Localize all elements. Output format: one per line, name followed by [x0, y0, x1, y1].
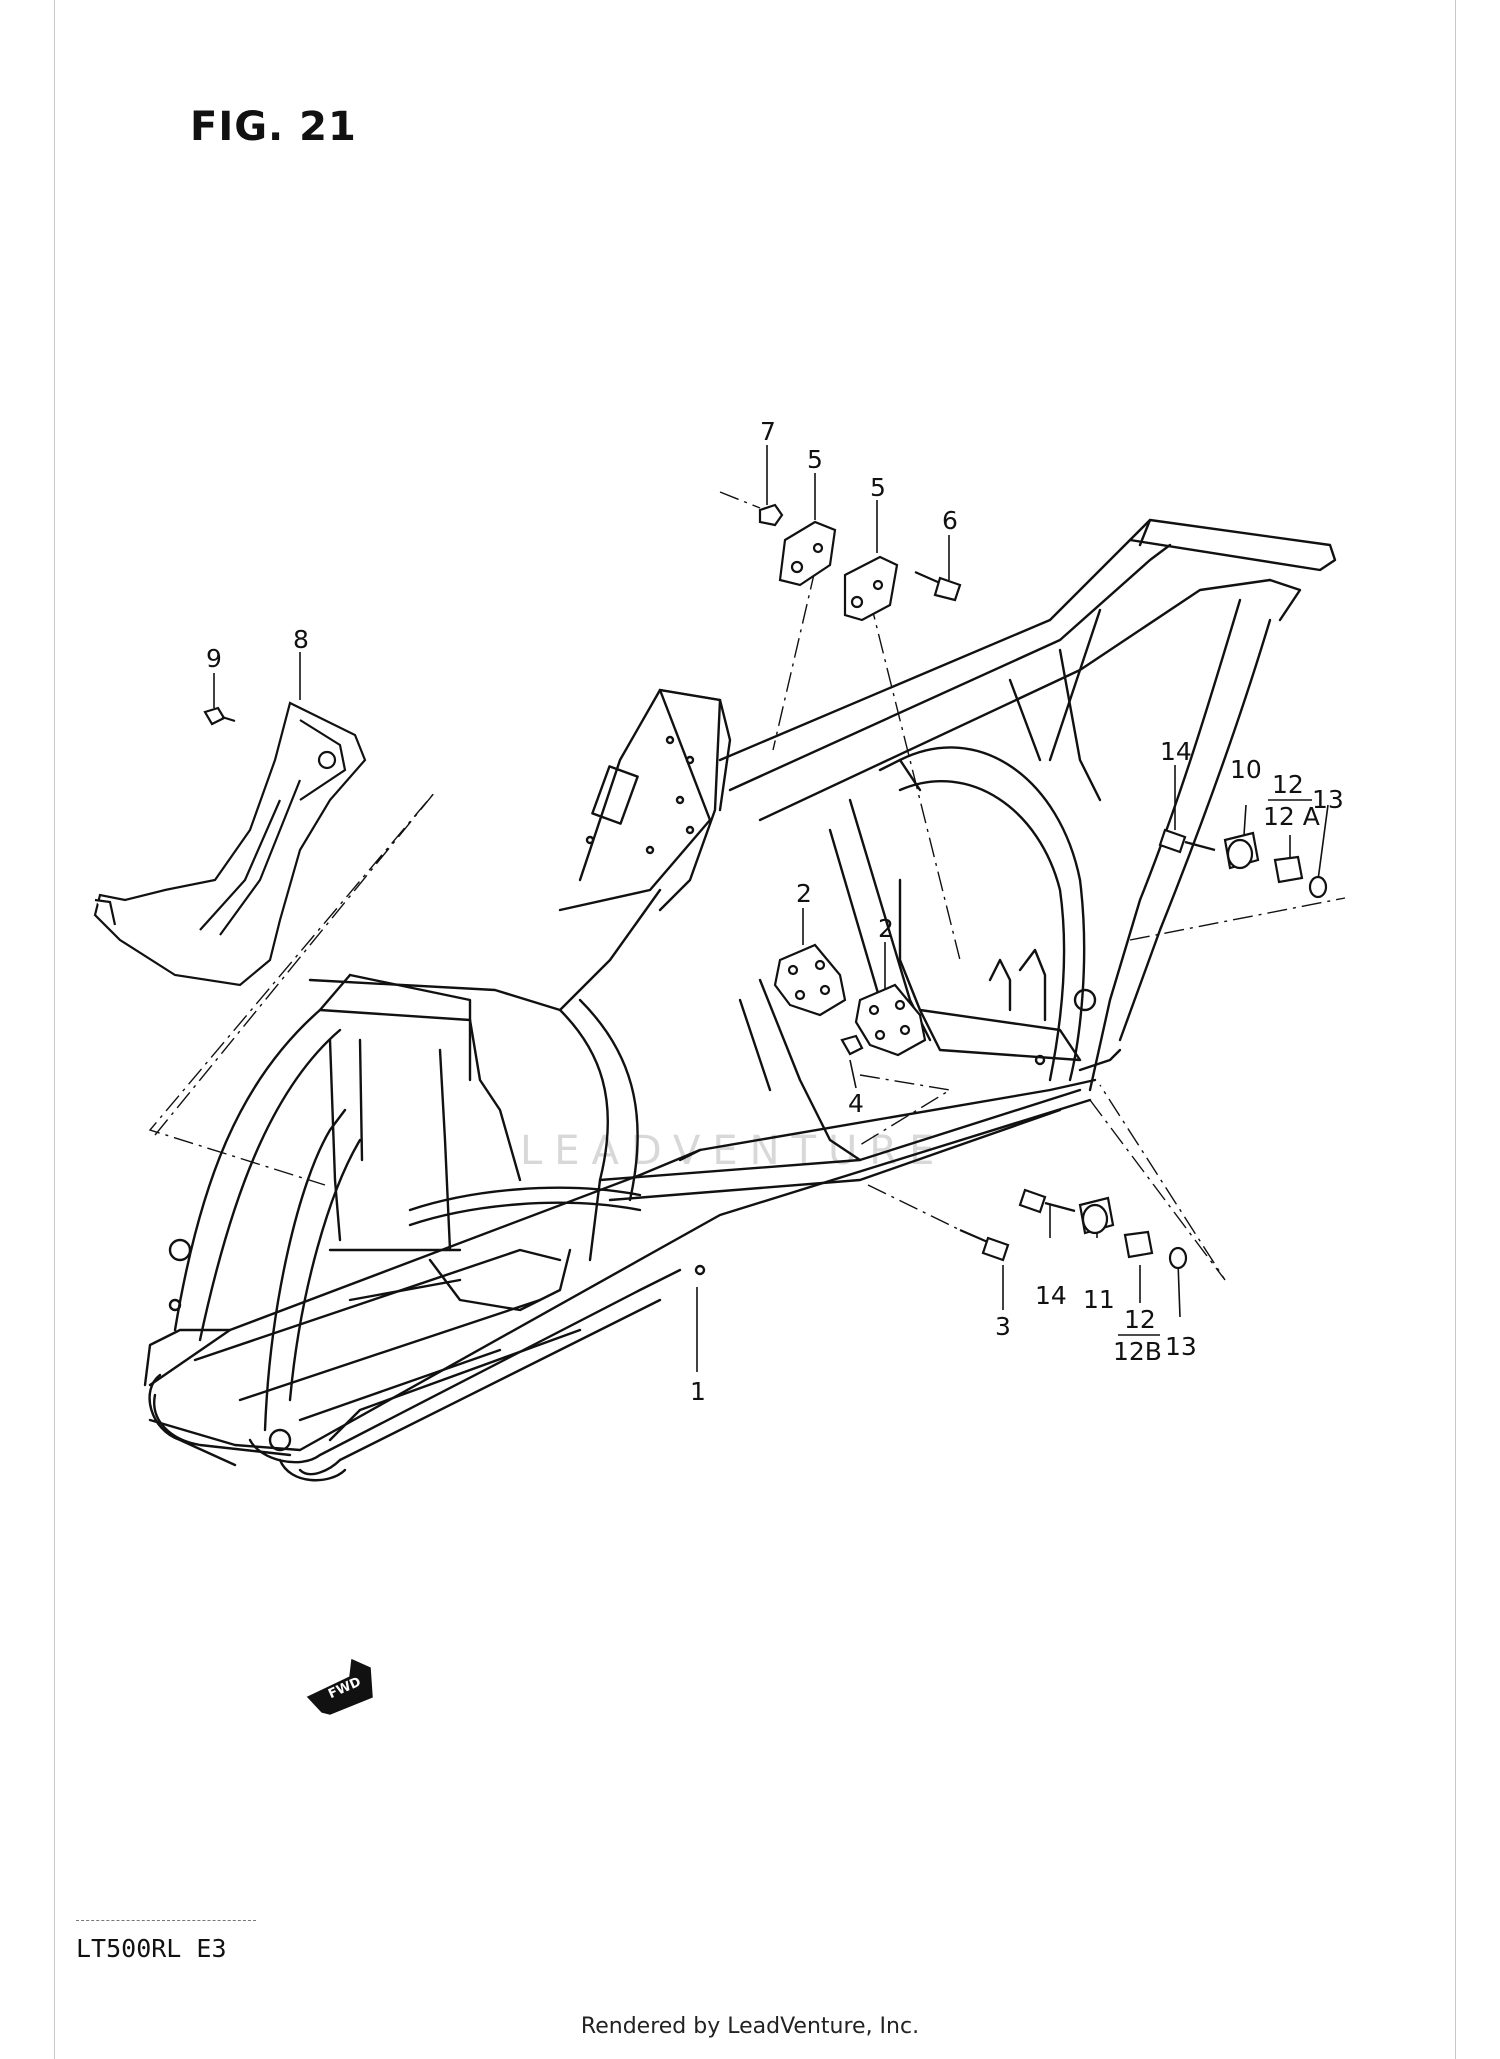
part-14-bolt-lower — [1018, 1188, 1076, 1214]
part-3-bolt — [959, 1228, 1010, 1262]
callout-1: 1 — [690, 1377, 706, 1406]
part-5-bracket-right — [843, 555, 899, 622]
steering-head-plate — [558, 688, 732, 912]
frame-main — [143, 888, 1097, 1467]
part-13-washer-lower — [1168, 1246, 1188, 1270]
scan-edge-line-left — [54, 0, 55, 2059]
callout-5a: 5 — [807, 445, 823, 474]
part-9-screw — [203, 706, 236, 726]
part-4-nut — [840, 1034, 864, 1056]
frame-lower-side — [168, 1054, 1082, 1452]
part-10-bushing — [1223, 831, 1260, 870]
part-5-bracket-left — [778, 520, 837, 587]
guide-line-3 — [867, 1184, 961, 1231]
fwd-arrow-icon: FWD — [306, 1658, 373, 1715]
part-14-bolt-upper — [1158, 828, 1216, 854]
part-12b-collar — [1123, 1230, 1154, 1259]
callout-13b: 13 — [1165, 1332, 1197, 1361]
figure-title: FIG. 21 — [190, 104, 357, 150]
model-code: LT500RL E3 — [76, 1934, 227, 1963]
part-13-washer-upper — [1308, 875, 1328, 899]
leader-line-10 — [1243, 804, 1247, 836]
callout-2a: 2 — [796, 879, 812, 908]
callout-14b: 14 — [1035, 1281, 1067, 1310]
part-2-pad-right — [854, 983, 927, 1057]
callout-9: 9 — [206, 644, 222, 673]
frame-rear-lower — [1078, 1048, 1122, 1072]
callout-13a: 13 — [1312, 785, 1344, 814]
part-2-pad-left — [773, 943, 847, 1017]
guide-line-rear-upper — [1129, 897, 1346, 941]
callout-10: 10 — [1230, 755, 1262, 784]
part-8-cover — [93, 701, 367, 987]
guide-line-8 — [148, 791, 436, 1186]
callout-8: 8 — [293, 625, 309, 654]
leader-line-13a — [1317, 804, 1329, 881]
callout-4: 4 — [848, 1089, 864, 1118]
frame-upper-rails — [718, 518, 1337, 1162]
callout-5b: 5 — [870, 473, 886, 502]
callout-12b: 12 — [1124, 1305, 1156, 1334]
part-6-bolt — [914, 570, 962, 602]
footer-credit: Rendered by LeadVenture, Inc. — [580, 2014, 920, 2039]
callout-11: 11 — [1083, 1285, 1115, 1314]
scan-edge-line-right — [1455, 0, 1456, 2059]
part-7-nut — [758, 503, 784, 527]
callout-12a: 12 — [1272, 770, 1304, 799]
leader-line-13b — [1177, 1261, 1181, 1318]
guide-line-5a — [772, 569, 816, 751]
watermark-text: LEADVENTURE — [520, 1128, 947, 1174]
leader-line-4 — [849, 1059, 857, 1089]
guide-line-rear-lower — [1089, 1084, 1226, 1281]
part-11-bushing — [1078, 1196, 1115, 1235]
callout-2b: 2 — [878, 914, 894, 943]
part-12a-collar — [1273, 855, 1304, 884]
callout-3: 3 — [995, 1312, 1011, 1341]
callout-12a-sub: 12 A — [1263, 802, 1320, 831]
callout-6: 6 — [942, 506, 958, 535]
guide-line-5b — [869, 599, 961, 961]
model-rule — [76, 1920, 256, 1921]
guide-line-7 — [719, 491, 761, 509]
frame-front-bumper — [153, 1298, 662, 1482]
callout-7: 7 — [760, 417, 776, 446]
callout-12b-sub: 12B — [1113, 1337, 1162, 1366]
callout-14a: 14 — [1160, 737, 1192, 766]
